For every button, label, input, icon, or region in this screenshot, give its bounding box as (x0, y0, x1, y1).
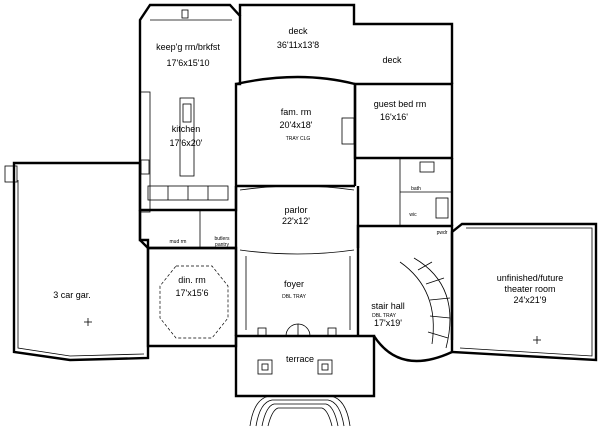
stair-hall: stair hall DBL TRAY 17'x19' (356, 224, 454, 363)
mud-room: mud rm butlers pantry (138, 210, 236, 250)
stair-hall-label: stair hall (371, 301, 405, 311)
deck: deck 36'11x13'8 deck (238, 3, 454, 84)
deck-label: deck (288, 26, 308, 36)
garage-label: 3 car gar. (53, 290, 91, 300)
parlor-dims: 22'x12' (282, 216, 310, 226)
dining-room: din. rm 17'x15'6 (146, 246, 238, 348)
deck-dims: 36'11x13'8 (277, 40, 319, 50)
stair-hall-dims: 17'x19' (374, 318, 402, 328)
kitchen-label: kitchen (172, 124, 201, 134)
mud-room-label: mud rm (170, 239, 187, 245)
parlor: parlor 22'x12' (234, 185, 360, 256)
family-room-ceiling: TRAY CLG (286, 136, 311, 142)
deck-side-label: deck (382, 55, 402, 65)
parlor-label: parlor (284, 205, 307, 215)
terrace: terrace (234, 334, 376, 427)
garage-light-symbol (84, 318, 92, 326)
guest-bed-dims: 16'x16' (380, 112, 408, 122)
family-room-label: fam. rm (281, 107, 312, 117)
theater-dims: 24'x21'9 (514, 295, 547, 305)
keeping-room-label: keep'g rm/brkfst (156, 42, 220, 52)
wic-label: wic (409, 212, 417, 218)
bath-label: bath (411, 186, 421, 192)
theater-label-2: theater room (504, 284, 555, 294)
stair-hall-ceiling: DBL TRAY (372, 313, 396, 319)
theater-light-symbol (533, 336, 541, 344)
kitchen-dims: 17'6x20' (170, 138, 203, 148)
foyer: foyer DBL TRAY (234, 248, 360, 337)
powder-label: pwdr (437, 230, 448, 236)
guest-bed-label: guest bed rm (374, 99, 427, 109)
foyer-label: foyer (284, 279, 304, 289)
dining-room-label: din. rm (178, 275, 206, 285)
family-room-dims: 20'4x18' (280, 120, 313, 130)
pantry-label: pantry (215, 242, 229, 248)
keeping-room-dims: 17'6x15'10 (167, 58, 210, 68)
terrace-label: terrace (286, 354, 314, 364)
foyer-ceiling: DBL TRAY (282, 294, 306, 300)
theater-label: unfinished/future (497, 273, 564, 283)
theater-room: unfinished/future theater room 24'x21'9 (450, 222, 598, 362)
garage: 3 car gar. (4, 161, 150, 362)
dining-room-dims: 17'x15'6 (176, 288, 209, 298)
kitchen-block: keep'g rm/brkfst 17'6x15'10 kitchen 17'6… (138, 3, 242, 213)
guest-bed-room: guest bed rm 16'x16' bath wic pwdr (353, 82, 454, 236)
butlers-label: butlers (214, 236, 230, 242)
terrace-steps (249, 395, 351, 427)
family-room: fam. rm 20'4x18' TRAY CLG (235, 75, 357, 188)
